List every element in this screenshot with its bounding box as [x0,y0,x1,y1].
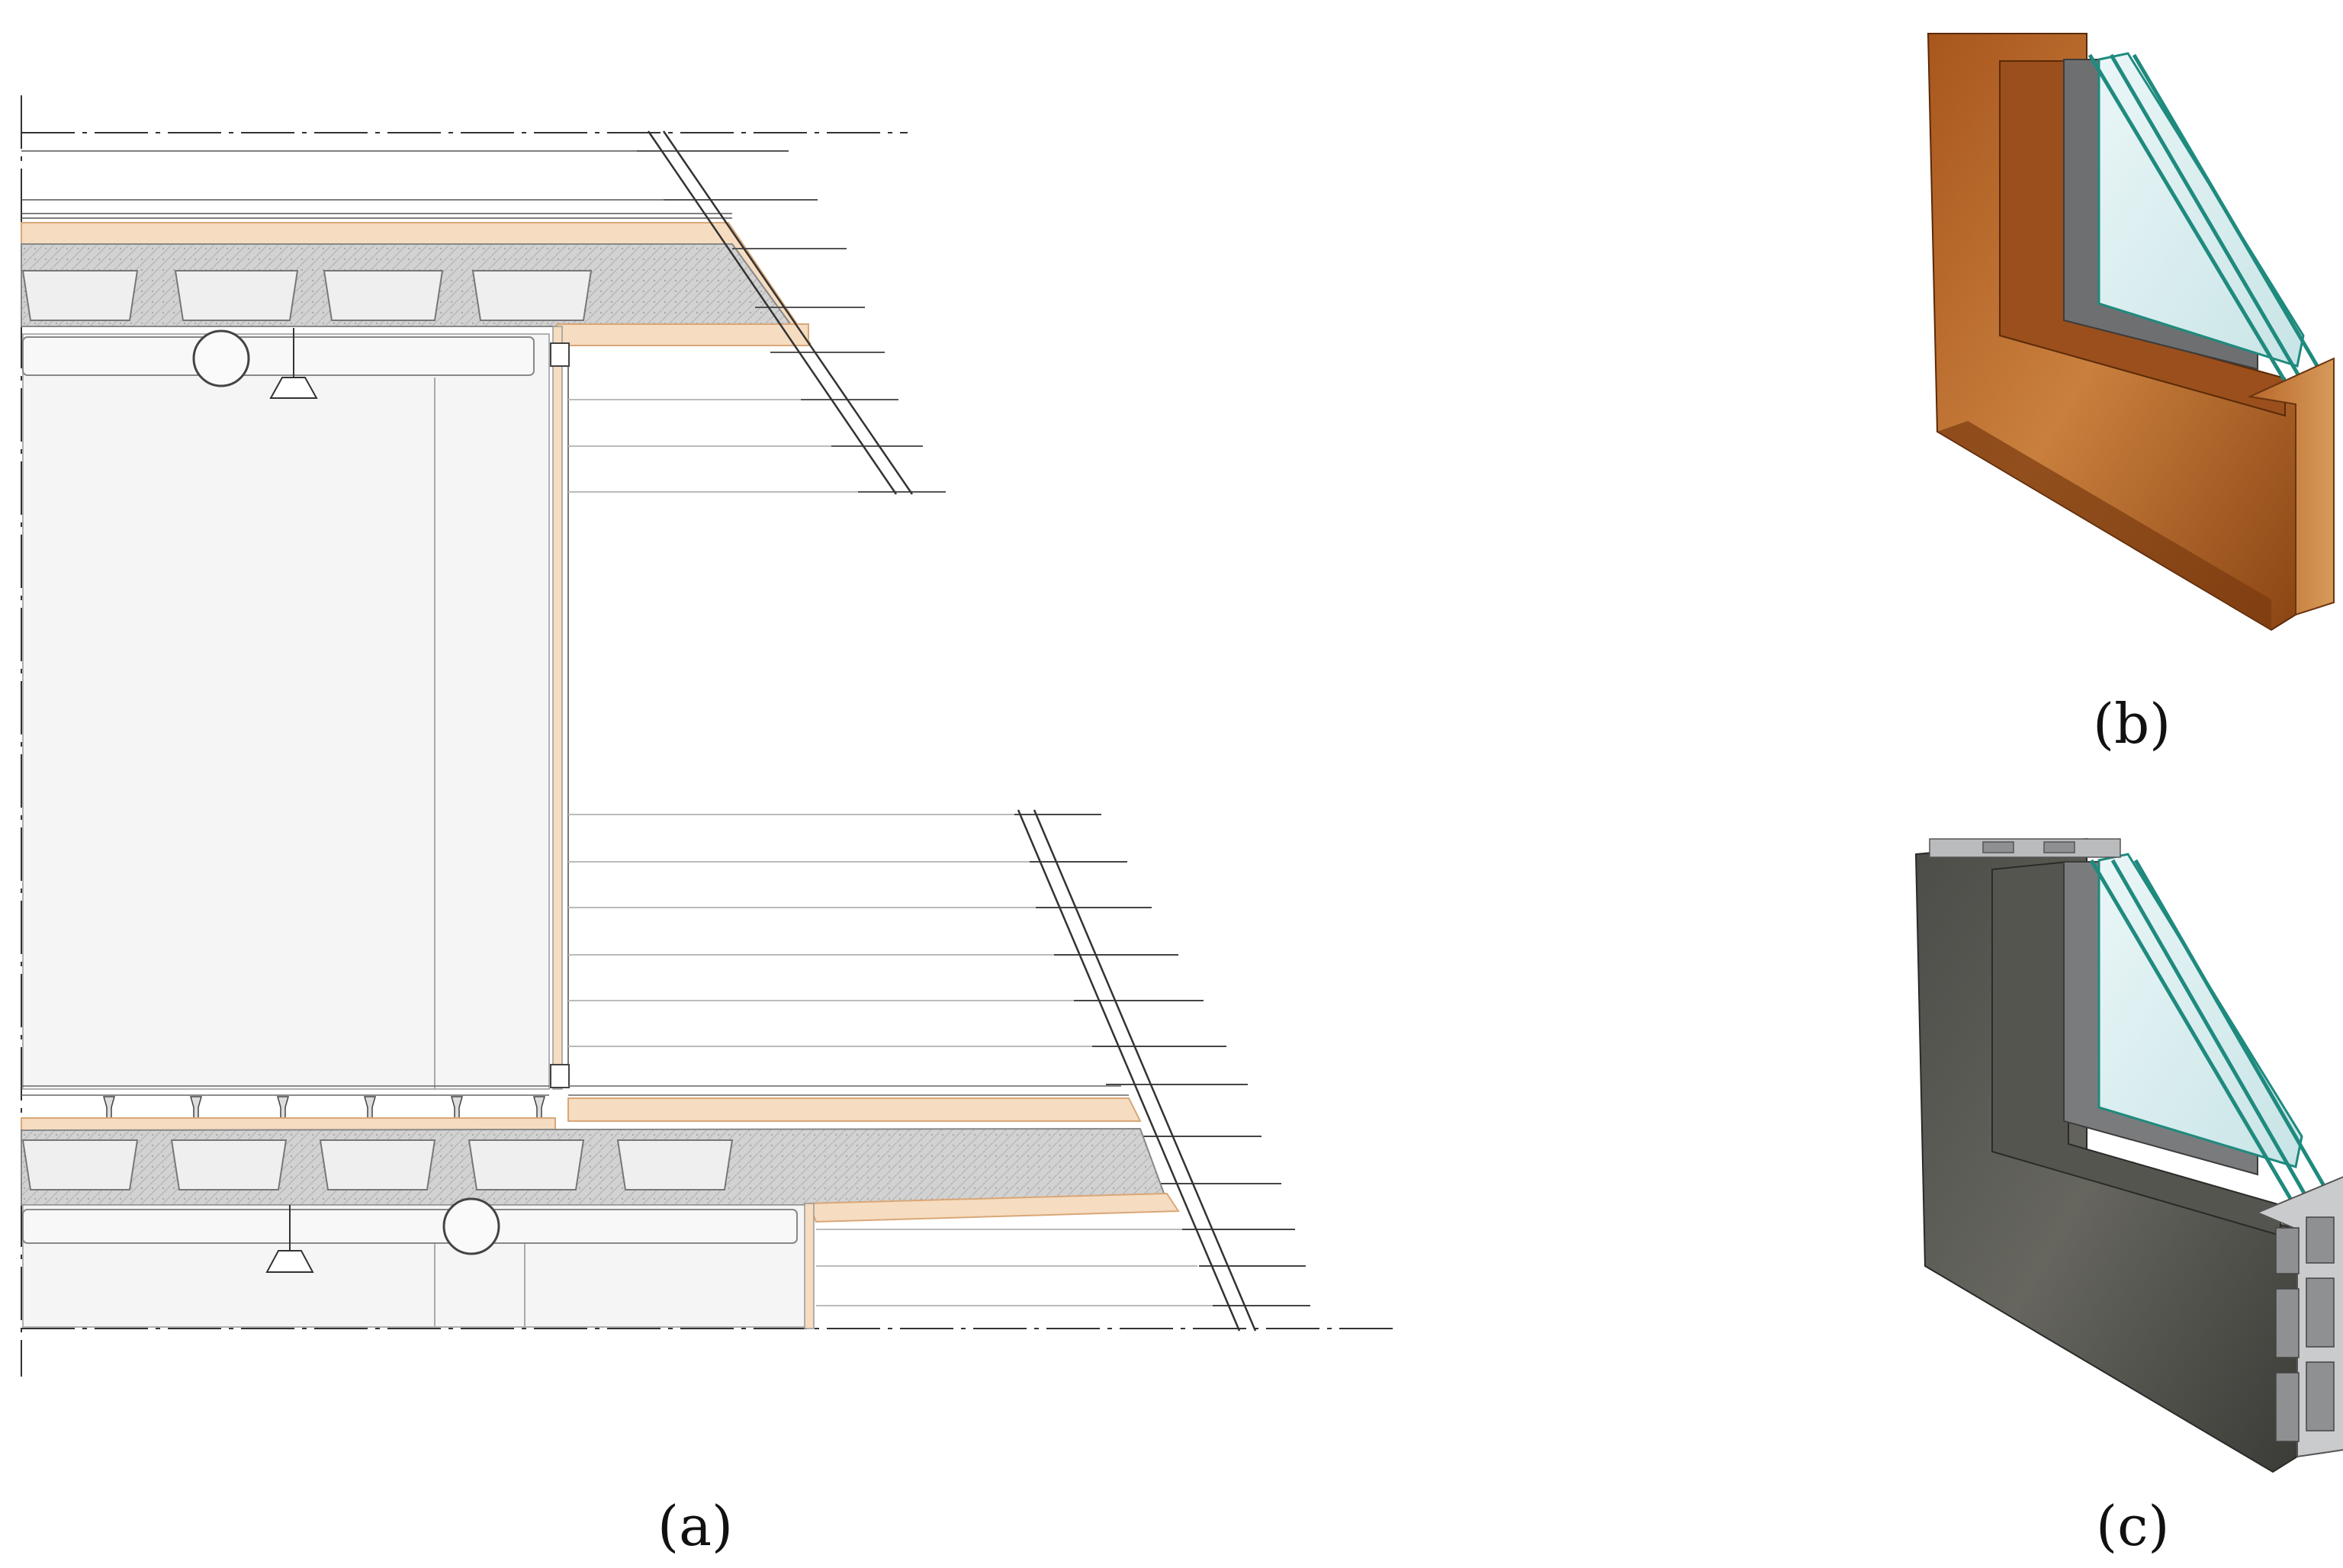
aluminium-frame-photo [1914,837,2343,1473]
panel-c-caption: (c) [2096,1499,2170,1554]
upper-louvre-lines [637,150,946,493]
lower-facade-lines-bottom [816,1229,1213,1306]
lower-floor-finish [21,1085,1129,1096]
upper-facade-horizontals [568,399,858,493]
upper-duct-section [192,329,250,387]
section-drawing [21,95,1393,1377]
lower-louvre-lines [1014,814,1310,1306]
upper-soffit-insulation [556,323,809,346]
lower-window-sill [550,1064,570,1088]
panel-c-label: (c) [2096,1494,2170,1558]
wood-frame-bottom [1937,421,2271,630]
upper-void-formers [21,270,593,321]
alu-frame-top-profile [1929,838,2121,858]
facade-column [552,326,563,1090]
lower-void-formers [21,1139,734,1190]
lower-facade-horizontals [568,814,1136,1047]
upper-window-head [550,342,570,367]
lower-insulation-strip [21,1117,556,1131]
upper-duct [22,336,535,376]
panel-a-label: (a) [657,1494,734,1558]
room-interior [22,333,550,1090]
upper-ceiling-lamp [269,328,318,399]
lower-floor-insulation [567,1097,1142,1122]
lower-ceiling-lamp [265,1205,314,1273]
upper-louvre-rail [647,130,914,495]
alu-frame-glass-edges [2089,859,2329,1207]
lower-duct-section [442,1197,500,1255]
alu-frame-profile-chambers [2275,1216,2335,1442]
wood-frame-end-grain [2247,357,2335,616]
upper-roof-layers [21,150,816,219]
lower-duct [22,1209,798,1244]
wood-frame-photo [1927,33,2335,631]
lower-facade-column [804,1203,815,1329]
raised-floor-pedestals [103,1096,545,1119]
lower-louvre-rail [1017,809,1257,1332]
panel-b-label: (b) [2093,692,2171,756]
panel-b-caption: (b) [2093,696,2171,751]
wood-frame-glass-edges [2087,53,2329,398]
panel-a-caption: (a) [657,1499,733,1554]
